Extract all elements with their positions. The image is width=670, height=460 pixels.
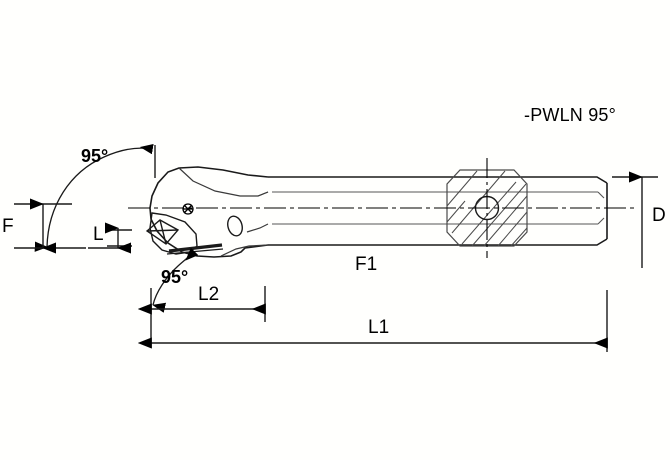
shank-inner-edges [272, 191, 605, 225]
dimension-L1 [137, 290, 608, 352]
product-designation-label: -PWLN 95° [524, 105, 617, 125]
dimension-label-D: D [652, 205, 666, 226]
tool-head-outline [149, 166, 269, 258]
dimension-F [14, 198, 86, 254]
dimension-D [612, 171, 658, 268]
lead-angle-bottom-label: 95° [161, 267, 189, 287]
boss-octagon [446, 169, 528, 247]
dimension-label-F: F [2, 216, 14, 237]
lead-angle-arc-bottom [152, 247, 199, 313]
dimension-label-L1: L1 [368, 317, 390, 338]
dimension-L [104, 222, 132, 254]
coolant-outlet-oval [227, 215, 243, 237]
boss-hatching [446, 170, 528, 247]
clamp-screw-icon [182, 203, 194, 215]
tool-head-inner-contours [178, 167, 269, 257]
lead-angle-top-label: 95° [81, 146, 109, 166]
insert-with-screw [145, 219, 180, 245]
shank-body [268, 176, 608, 246]
dimension-label-F1: F1 [355, 254, 378, 275]
dimension-label-L: L [93, 224, 104, 245]
dimension-label-L2: L2 [198, 284, 220, 305]
